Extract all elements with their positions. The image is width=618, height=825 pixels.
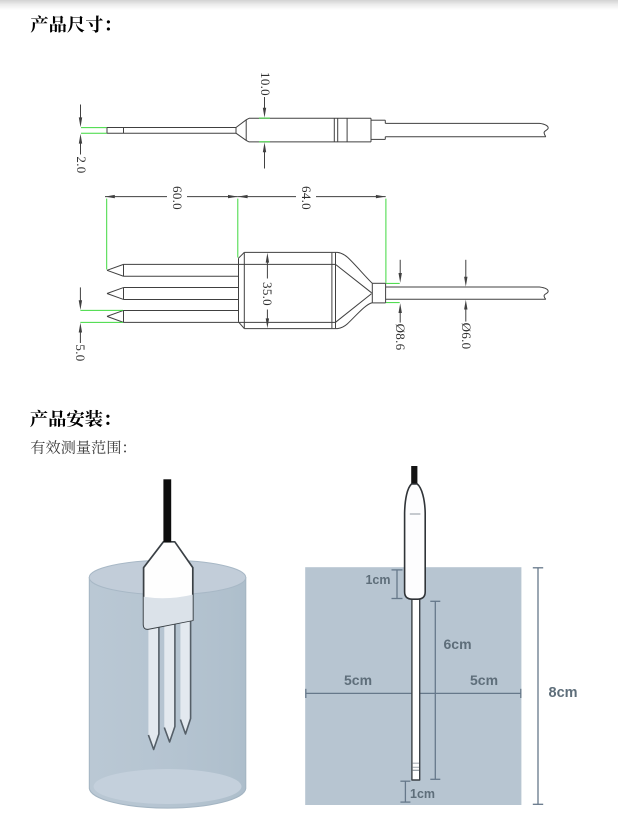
dim-label-body-diameter-front: 35.0 bbox=[260, 281, 276, 307]
dim-label-probe-diameter: 5.0 bbox=[73, 343, 89, 363]
install-label-left-clearance: 5cm bbox=[344, 671, 373, 688]
figure-soil-range bbox=[305, 466, 544, 805]
install-label-right-clearance: 5cm bbox=[470, 671, 499, 688]
dim-label-probe-length: 60.0 bbox=[169, 185, 185, 211]
dim-label-neck-diameter: Ø8.6 bbox=[393, 322, 409, 351]
dim-label-cable-diameter: Ø6.0 bbox=[458, 321, 474, 350]
figure-bucket-install bbox=[88, 479, 247, 809]
install-subtitle-glyphs bbox=[30, 440, 126, 455]
install-label-body-buried: 1cm bbox=[365, 573, 391, 588]
install-label-needle-depth: 6cm bbox=[443, 635, 472, 652]
section-title-dimensions-glyphs bbox=[30, 15, 111, 33]
dim-label-body-diameter-side: 10.0 bbox=[257, 71, 273, 97]
dim-label-needle-thickness: 2.0 bbox=[73, 154, 89, 175]
heading-glyphs bbox=[30, 15, 126, 455]
section-title-install-glyphs bbox=[30, 409, 110, 428]
dim-label-body-length: 64.0 bbox=[298, 185, 314, 211]
install-label-bottom-clearance: 1cm bbox=[410, 786, 436, 801]
install-label-total-depth: 8cm bbox=[548, 684, 578, 701]
page-top-shadow bbox=[0, 0, 618, 10]
cad-side-view-and-front-view bbox=[78, 96, 549, 343]
